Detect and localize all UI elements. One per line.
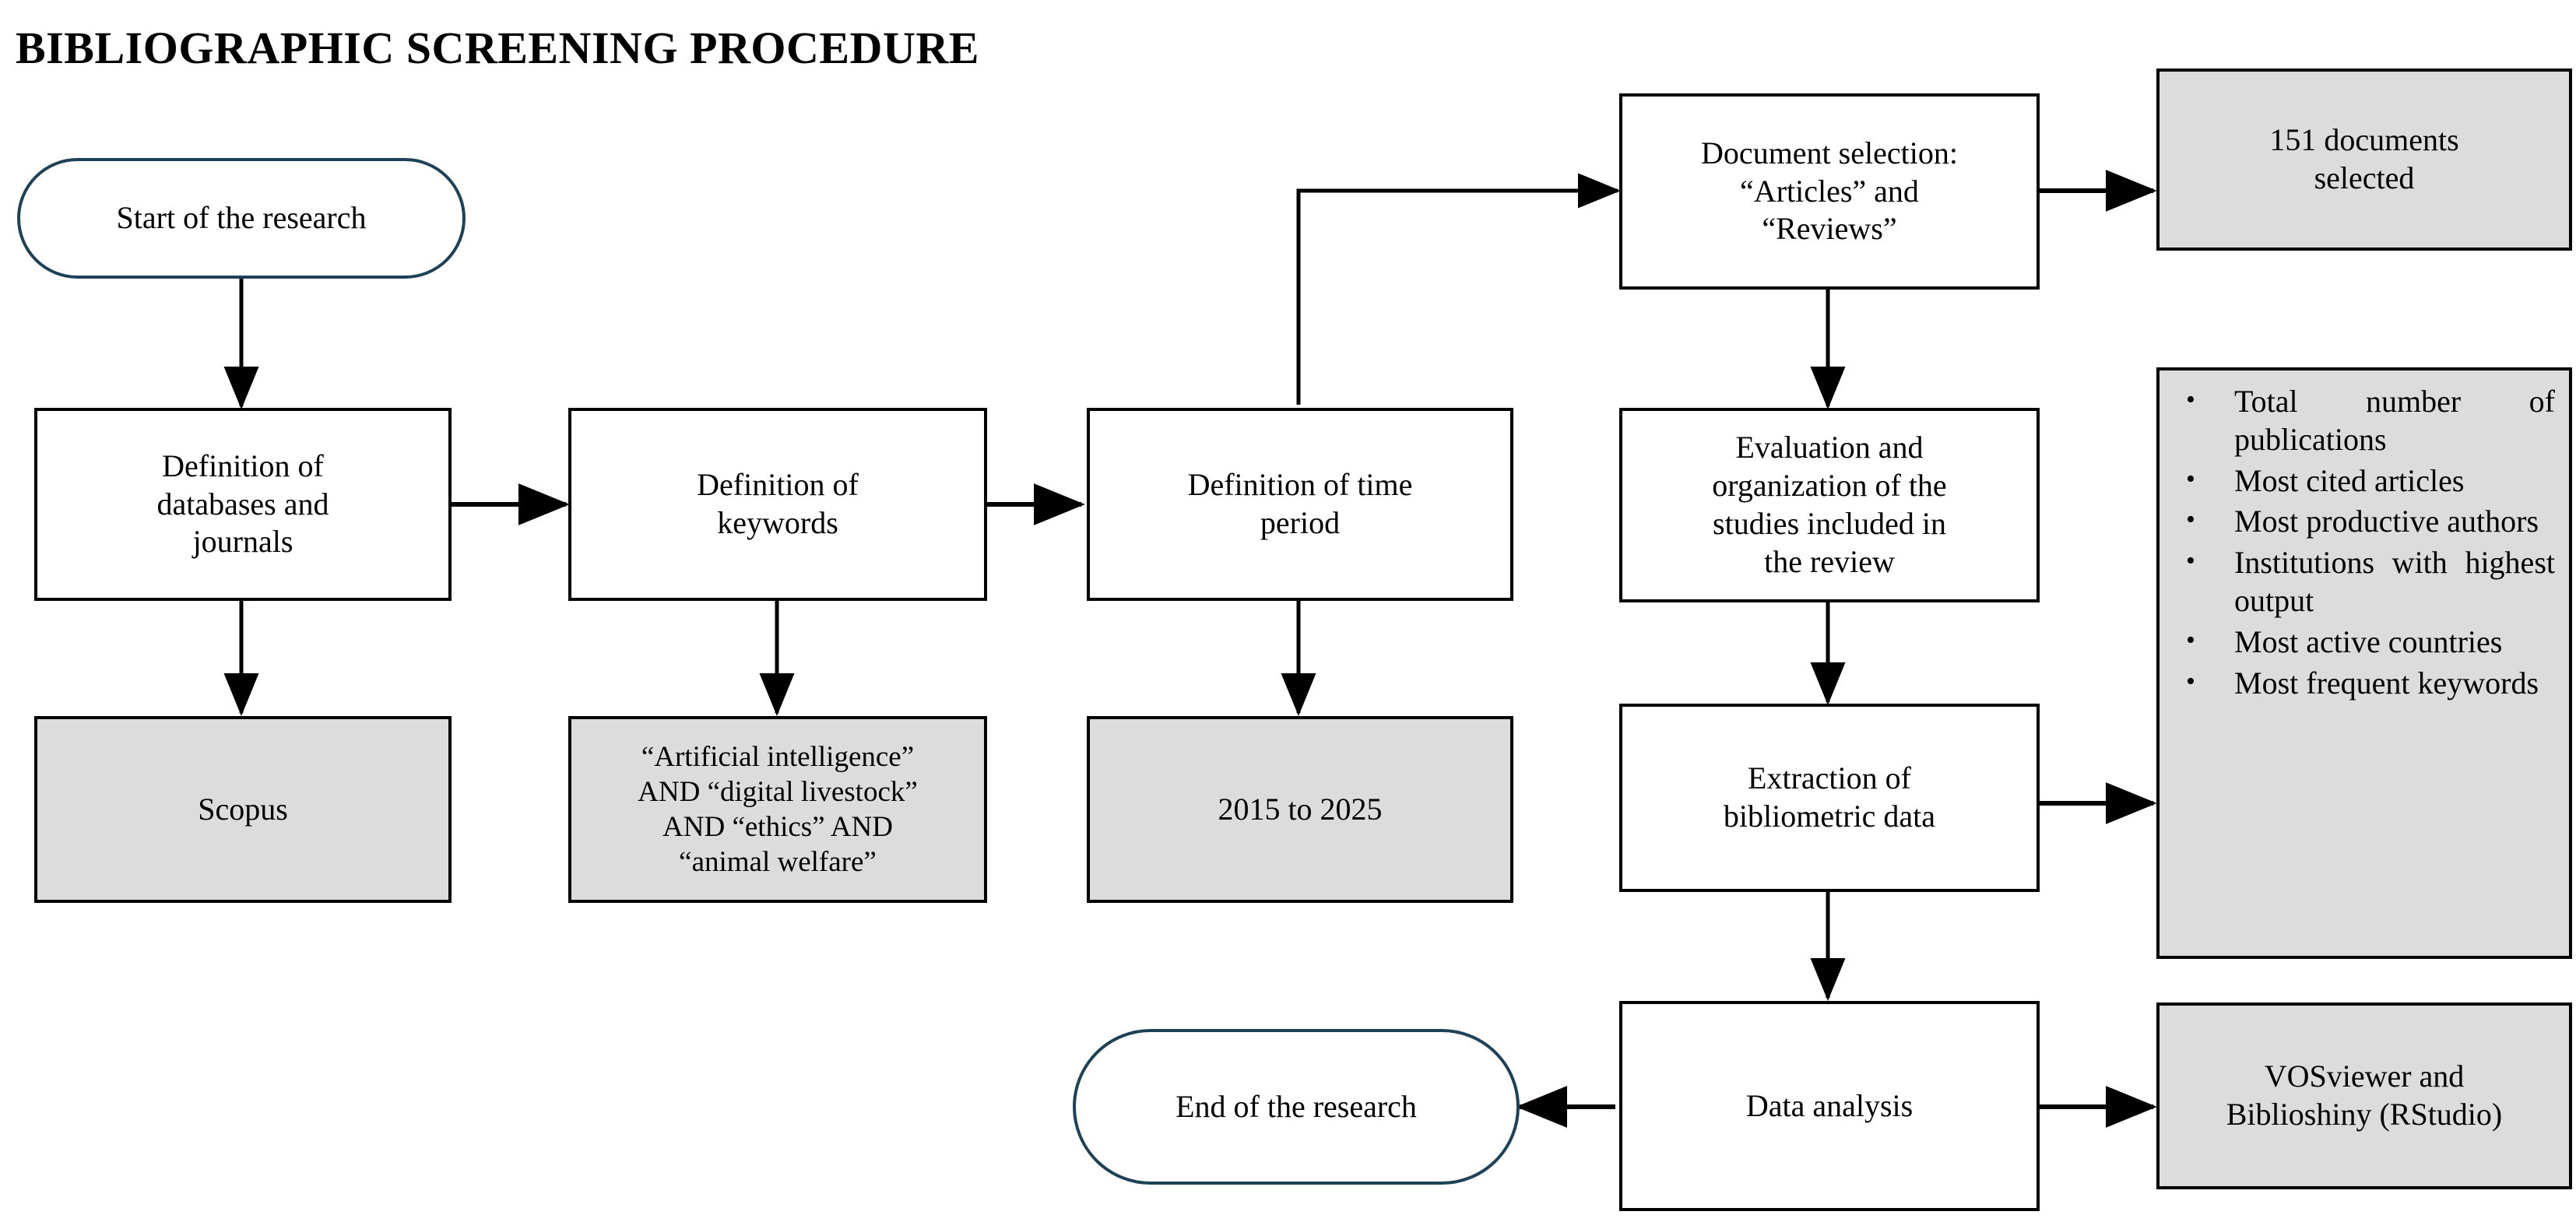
node-document-selection[interactable]: Document selection: “Articles” and “Revi… xyxy=(1619,93,2040,290)
node-extraction-label: Extraction of bibliometric data xyxy=(1723,760,1936,834)
node-end[interactable]: End of the research xyxy=(1073,1029,1520,1185)
node-tools[interactable]: VOSviewer and Biblioshiny (RStudio) xyxy=(2156,1003,2572,1189)
node-definition-databases[interactable]: Definition of databases and journals xyxy=(34,408,452,601)
node-definition-keywords-label: Definition of keywords xyxy=(697,467,859,540)
node-document-selection-label: Document selection: “Articles” and “Revi… xyxy=(1701,135,1958,247)
node-keywords-string-label: “Artificial intelligence” AND “digital l… xyxy=(638,740,918,879)
list-item[interactable]: • Institutions with highest output xyxy=(2167,544,2555,620)
node-evaluation-organization-label: Evaluation and organization of the studi… xyxy=(1712,430,1947,579)
node-evaluation-organization[interactable]: Evaluation and organization of the studi… xyxy=(1619,408,2040,602)
node-end-label: End of the research xyxy=(1176,1088,1417,1124)
list-item[interactable]: • Most cited articles xyxy=(2167,462,2555,500)
node-definition-databases-label: Definition of databases and journals xyxy=(156,448,329,560)
bullet-icon: • xyxy=(2186,385,2195,414)
node-data-analysis[interactable]: Data analysis xyxy=(1619,1001,2040,1211)
metrics-item-label: Most frequent keywords xyxy=(2234,665,2539,701)
metrics-item-label: Most productive authors xyxy=(2234,504,2539,539)
edge-timeperiod-to-docselection xyxy=(1296,173,1622,405)
node-tools-label: VOSviewer and Biblioshiny (RStudio) xyxy=(2226,1059,2503,1132)
metrics-item-label: Most cited articles xyxy=(2234,462,2465,498)
bullet-icon: • xyxy=(2186,464,2195,493)
metrics-list: • Total number of publications • Most ci… xyxy=(2167,383,2555,702)
node-scopus[interactable]: Scopus xyxy=(34,716,452,903)
node-scopus-label: Scopus xyxy=(198,791,288,827)
bullet-icon: • xyxy=(2186,666,2195,696)
node-time-range[interactable]: 2015 to 2025 xyxy=(1087,716,1513,903)
node-definition-time-period-label: Definition of time period xyxy=(1187,467,1413,540)
list-item[interactable]: • Most productive authors xyxy=(2167,503,2555,541)
node-start[interactable]: Start of the research xyxy=(17,158,466,279)
node-keywords-string[interactable]: “Artificial intelligence” AND “digital l… xyxy=(568,716,987,903)
bullet-icon: • xyxy=(2186,546,2195,576)
bullet-icon: • xyxy=(2186,625,2195,655)
bullet-icon: • xyxy=(2186,505,2195,535)
metrics-item-label: Institutions with highest output xyxy=(2234,545,2555,618)
list-item[interactable]: • Most active countries xyxy=(2167,623,2555,662)
node-documents-selected-label: 151 documents selected xyxy=(2269,122,2459,195)
metrics-item-label: Total number of publications xyxy=(2234,384,2555,457)
list-item[interactable]: • Most frequent keywords xyxy=(2167,665,2555,703)
list-item[interactable]: • Total number of publications xyxy=(2167,383,2555,459)
node-time-range-label: 2015 to 2025 xyxy=(1218,791,1383,827)
node-definition-time-period[interactable]: Definition of time period xyxy=(1087,408,1513,601)
node-metrics[interactable]: • Total number of publications • Most ci… xyxy=(2156,367,2572,959)
node-extraction[interactable]: Extraction of bibliometric data xyxy=(1619,704,2040,892)
node-documents-selected[interactable]: 151 documents selected xyxy=(2156,68,2572,251)
node-start-label: Start of the research xyxy=(116,200,367,236)
page-title: BIBLIOGRAPHIC SCREENING PROCEDURE xyxy=(16,23,979,73)
node-definition-keywords[interactable]: Definition of keywords xyxy=(568,408,987,601)
metrics-item-label: Most active countries xyxy=(2234,623,2503,659)
node-data-analysis-label: Data analysis xyxy=(1745,1087,1914,1123)
